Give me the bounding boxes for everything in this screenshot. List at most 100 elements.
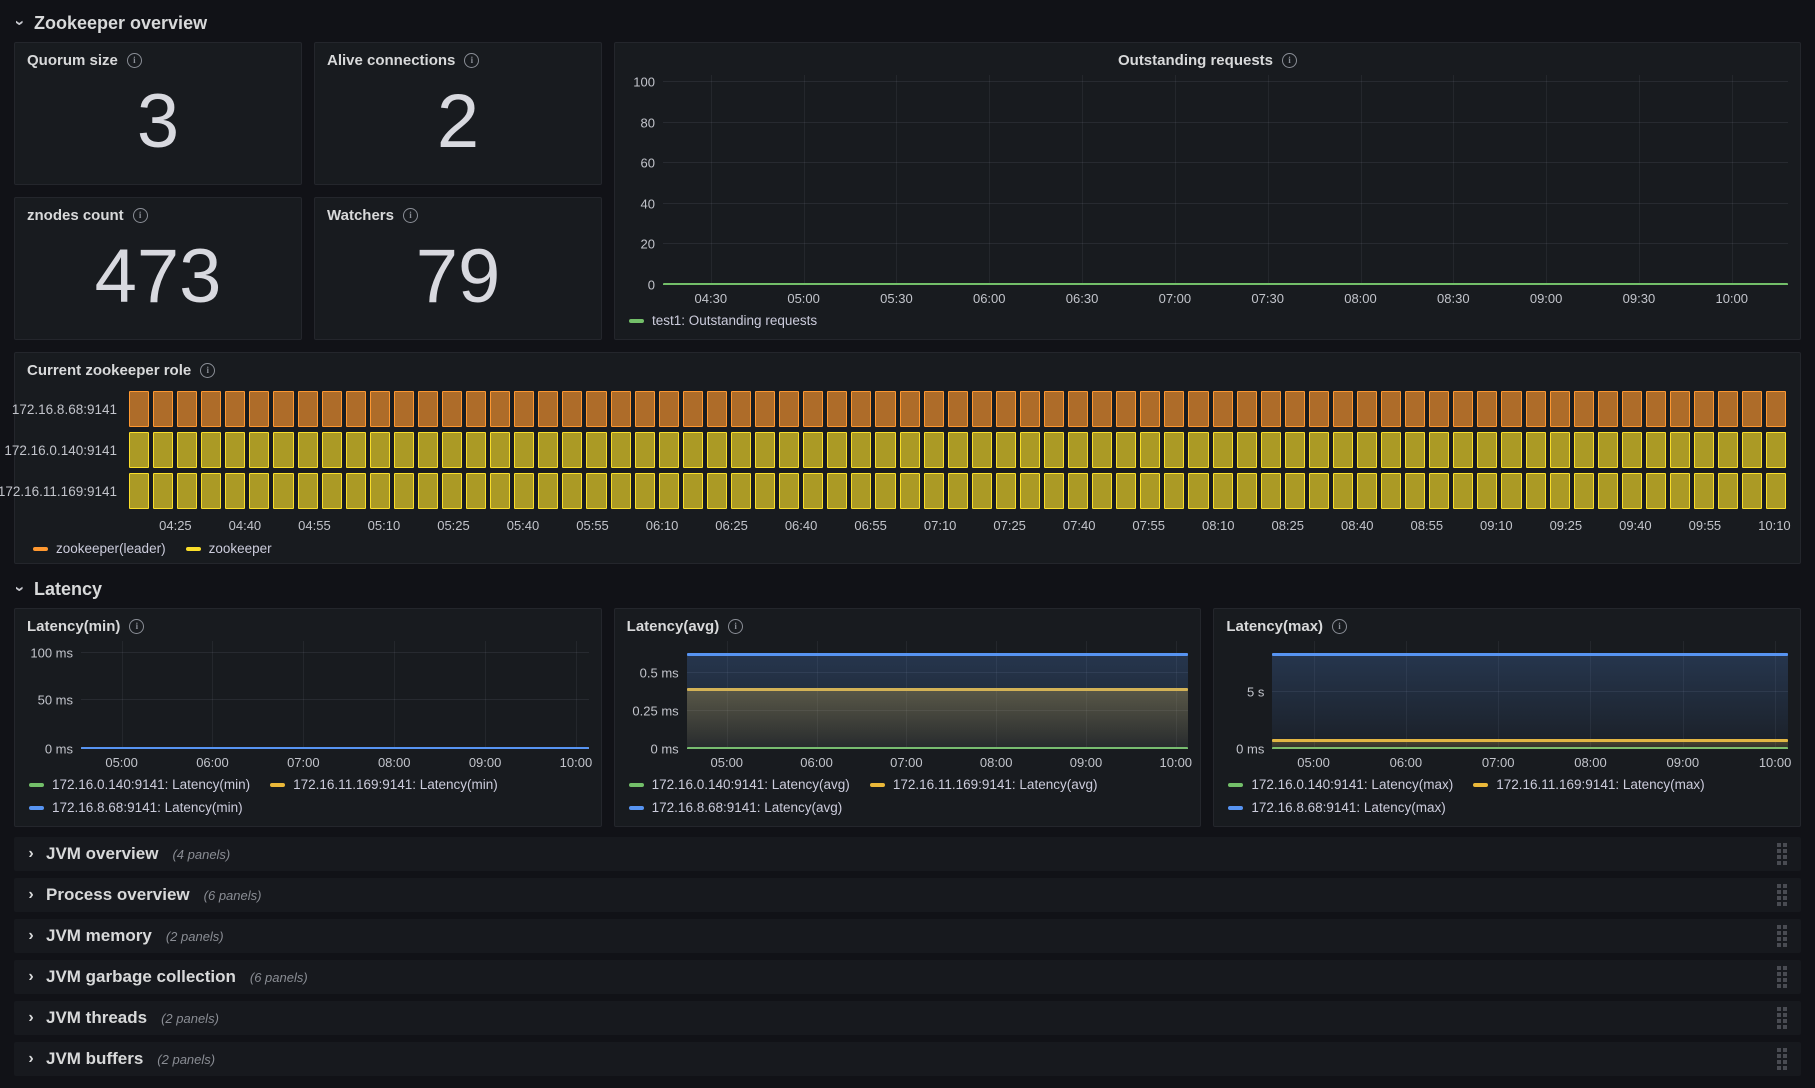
panel-title[interactable]: Quorum size xyxy=(27,51,118,69)
info-icon[interactable]: i xyxy=(126,52,142,68)
legend-label: 172.16.0.140:9141: Latency(min) xyxy=(52,777,251,792)
row-panel-count: (4 panels) xyxy=(172,846,231,862)
legend-label: 172.16.8.68:9141: Latency(avg) xyxy=(651,800,843,815)
legend-item[interactable]: zookeeper xyxy=(185,538,272,559)
y-tick-label: 20 xyxy=(640,236,655,252)
collapsed-row-jvm-threads[interactable]: ›JVM threads(2 panels) xyxy=(14,1001,1801,1035)
state-bar xyxy=(466,391,487,427)
section-header-latency[interactable]: › Latency xyxy=(11,574,1801,604)
drag-handle-icon[interactable] xyxy=(1773,1044,1791,1074)
panel-title[interactable]: Latency(avg) xyxy=(626,617,720,635)
panel-header: Latency(avg) i xyxy=(615,609,1201,639)
state-bar xyxy=(538,391,559,427)
legend-label: 172.16.8.68:9141: Latency(max) xyxy=(1251,800,1446,815)
state-bar xyxy=(538,473,559,509)
panel-title[interactable]: Current zookeeper role xyxy=(27,361,192,379)
section-header-zookeeper-overview[interactable]: › Zookeeper overview xyxy=(11,8,1801,38)
panel-header: Current zookeeper role i xyxy=(15,353,1800,383)
state-bar xyxy=(730,391,752,427)
state-bar xyxy=(1308,473,1329,509)
info-icon[interactable]: i xyxy=(1332,618,1348,634)
collapsed-row-jvm-buffers[interactable]: ›JVM buffers(2 panels) xyxy=(14,1042,1801,1076)
state-bar xyxy=(1381,473,1402,509)
legend-series-color-icon xyxy=(628,805,644,810)
drag-handle-icon[interactable] xyxy=(1773,839,1791,869)
state-bar xyxy=(971,432,992,468)
state-bar xyxy=(1429,391,1450,427)
state-bar xyxy=(129,432,150,468)
drag-handle-icon[interactable] xyxy=(1773,880,1791,910)
row-label: 172.16.0.140:9141 xyxy=(4,442,117,458)
x-tick-label: 06:00 xyxy=(800,755,833,770)
state-bar xyxy=(369,432,390,468)
legend-item[interactable]: 172.16.11.169:9141: Latency(max) xyxy=(1473,774,1705,795)
series-line xyxy=(686,653,1189,657)
state-bar xyxy=(466,473,487,509)
panel-title[interactable]: Watchers xyxy=(327,206,394,224)
legend-item[interactable]: test1: Outstanding requests xyxy=(629,310,817,331)
x-tick-label: 05:55 xyxy=(576,518,609,533)
legend-item[interactable]: zookeeper(leader) xyxy=(33,538,166,559)
chart-legend: 172.16.0.140:9141: Latency(avg) 172.16.11… xyxy=(627,772,1189,820)
info-icon[interactable]: i xyxy=(728,618,744,634)
gridline xyxy=(1638,75,1640,285)
info-icon[interactable]: i xyxy=(132,207,148,223)
state-bar xyxy=(1645,391,1666,427)
drag-handle-icon[interactable] xyxy=(1773,1003,1791,1033)
legend-item[interactable]: 172.16.8.68:9141: Latency(max) xyxy=(1228,797,1446,818)
panel-title[interactable]: Latency(min) xyxy=(27,617,121,635)
info-icon[interactable]: i xyxy=(200,362,216,378)
legend-item[interactable]: 172.16.0.140:9141: Latency(avg) xyxy=(628,774,850,795)
state-bar xyxy=(706,473,727,509)
state-bar xyxy=(393,432,414,468)
state-bar xyxy=(345,473,366,509)
legend-item[interactable]: 172.16.8.68:9141: Latency(min) xyxy=(29,797,243,818)
drag-handle-icon[interactable] xyxy=(1773,921,1791,951)
chevron-right-icon: › xyxy=(28,1009,34,1026)
legend-item[interactable]: 172.16.8.68:9141: Latency(avg) xyxy=(628,797,843,818)
state-bar xyxy=(1381,432,1402,468)
gridline xyxy=(663,162,1788,164)
x-tick-label: 07:25 xyxy=(993,518,1026,533)
legend-item[interactable]: 172.16.0.140:9141: Latency(min) xyxy=(29,774,250,795)
x-tick-label: 07:00 xyxy=(890,755,923,770)
collapsed-row-jvm-memory[interactable]: ›JVM memory(2 panels) xyxy=(14,919,1801,953)
state-bars xyxy=(129,432,1787,468)
legend-item[interactable]: 172.16.0.140:9141: Latency(max) xyxy=(1228,774,1453,795)
panel-title[interactable]: Outstanding requests xyxy=(1117,51,1274,69)
x-tick-label: 06:00 xyxy=(972,291,1006,306)
legend-item[interactable]: 172.16.11.169:9141: Latency(min) xyxy=(270,774,498,795)
info-icon[interactable]: i xyxy=(129,618,145,634)
panel-title[interactable]: znodes count xyxy=(27,206,124,224)
row-title: JVM garbage collection xyxy=(46,967,236,986)
state-bar xyxy=(899,432,920,468)
x-tick-label: 06:30 xyxy=(1065,291,1099,306)
state-bar xyxy=(1718,391,1739,427)
gridline xyxy=(803,75,805,285)
drag-handle-icon[interactable] xyxy=(1773,962,1791,992)
x-tick-label: 10:00 xyxy=(1715,291,1749,306)
collapsed-row-jvm-garbage-collection[interactable]: ›JVM garbage collection(6 panels) xyxy=(14,960,1801,994)
state-bar xyxy=(1621,432,1642,468)
info-icon[interactable]: i xyxy=(402,207,418,223)
x-tick-label: 10:00 xyxy=(559,755,593,770)
state-bar xyxy=(1188,473,1209,509)
state-bar xyxy=(1092,432,1113,468)
legend-item[interactable]: 172.16.11.169:9141: Latency(avg) xyxy=(869,774,1097,795)
collapsed-row-process-overview[interactable]: ›Process overview(6 panels) xyxy=(14,878,1801,912)
state-bar xyxy=(634,432,655,468)
panel-title[interactable]: Latency(max) xyxy=(1226,617,1324,635)
info-icon[interactable]: i xyxy=(1282,52,1298,68)
panel-title[interactable]: Alive connections xyxy=(327,51,456,69)
row-panel-count: (2 panels) xyxy=(165,928,224,944)
state-bar xyxy=(875,473,896,509)
state-bar xyxy=(177,391,198,427)
gridline xyxy=(303,641,305,749)
state-bar xyxy=(1573,473,1594,509)
info-icon[interactable]: i xyxy=(464,52,480,68)
collapsed-row-jvm-overview[interactable]: ›JVM overview(4 panels) xyxy=(14,837,1801,871)
